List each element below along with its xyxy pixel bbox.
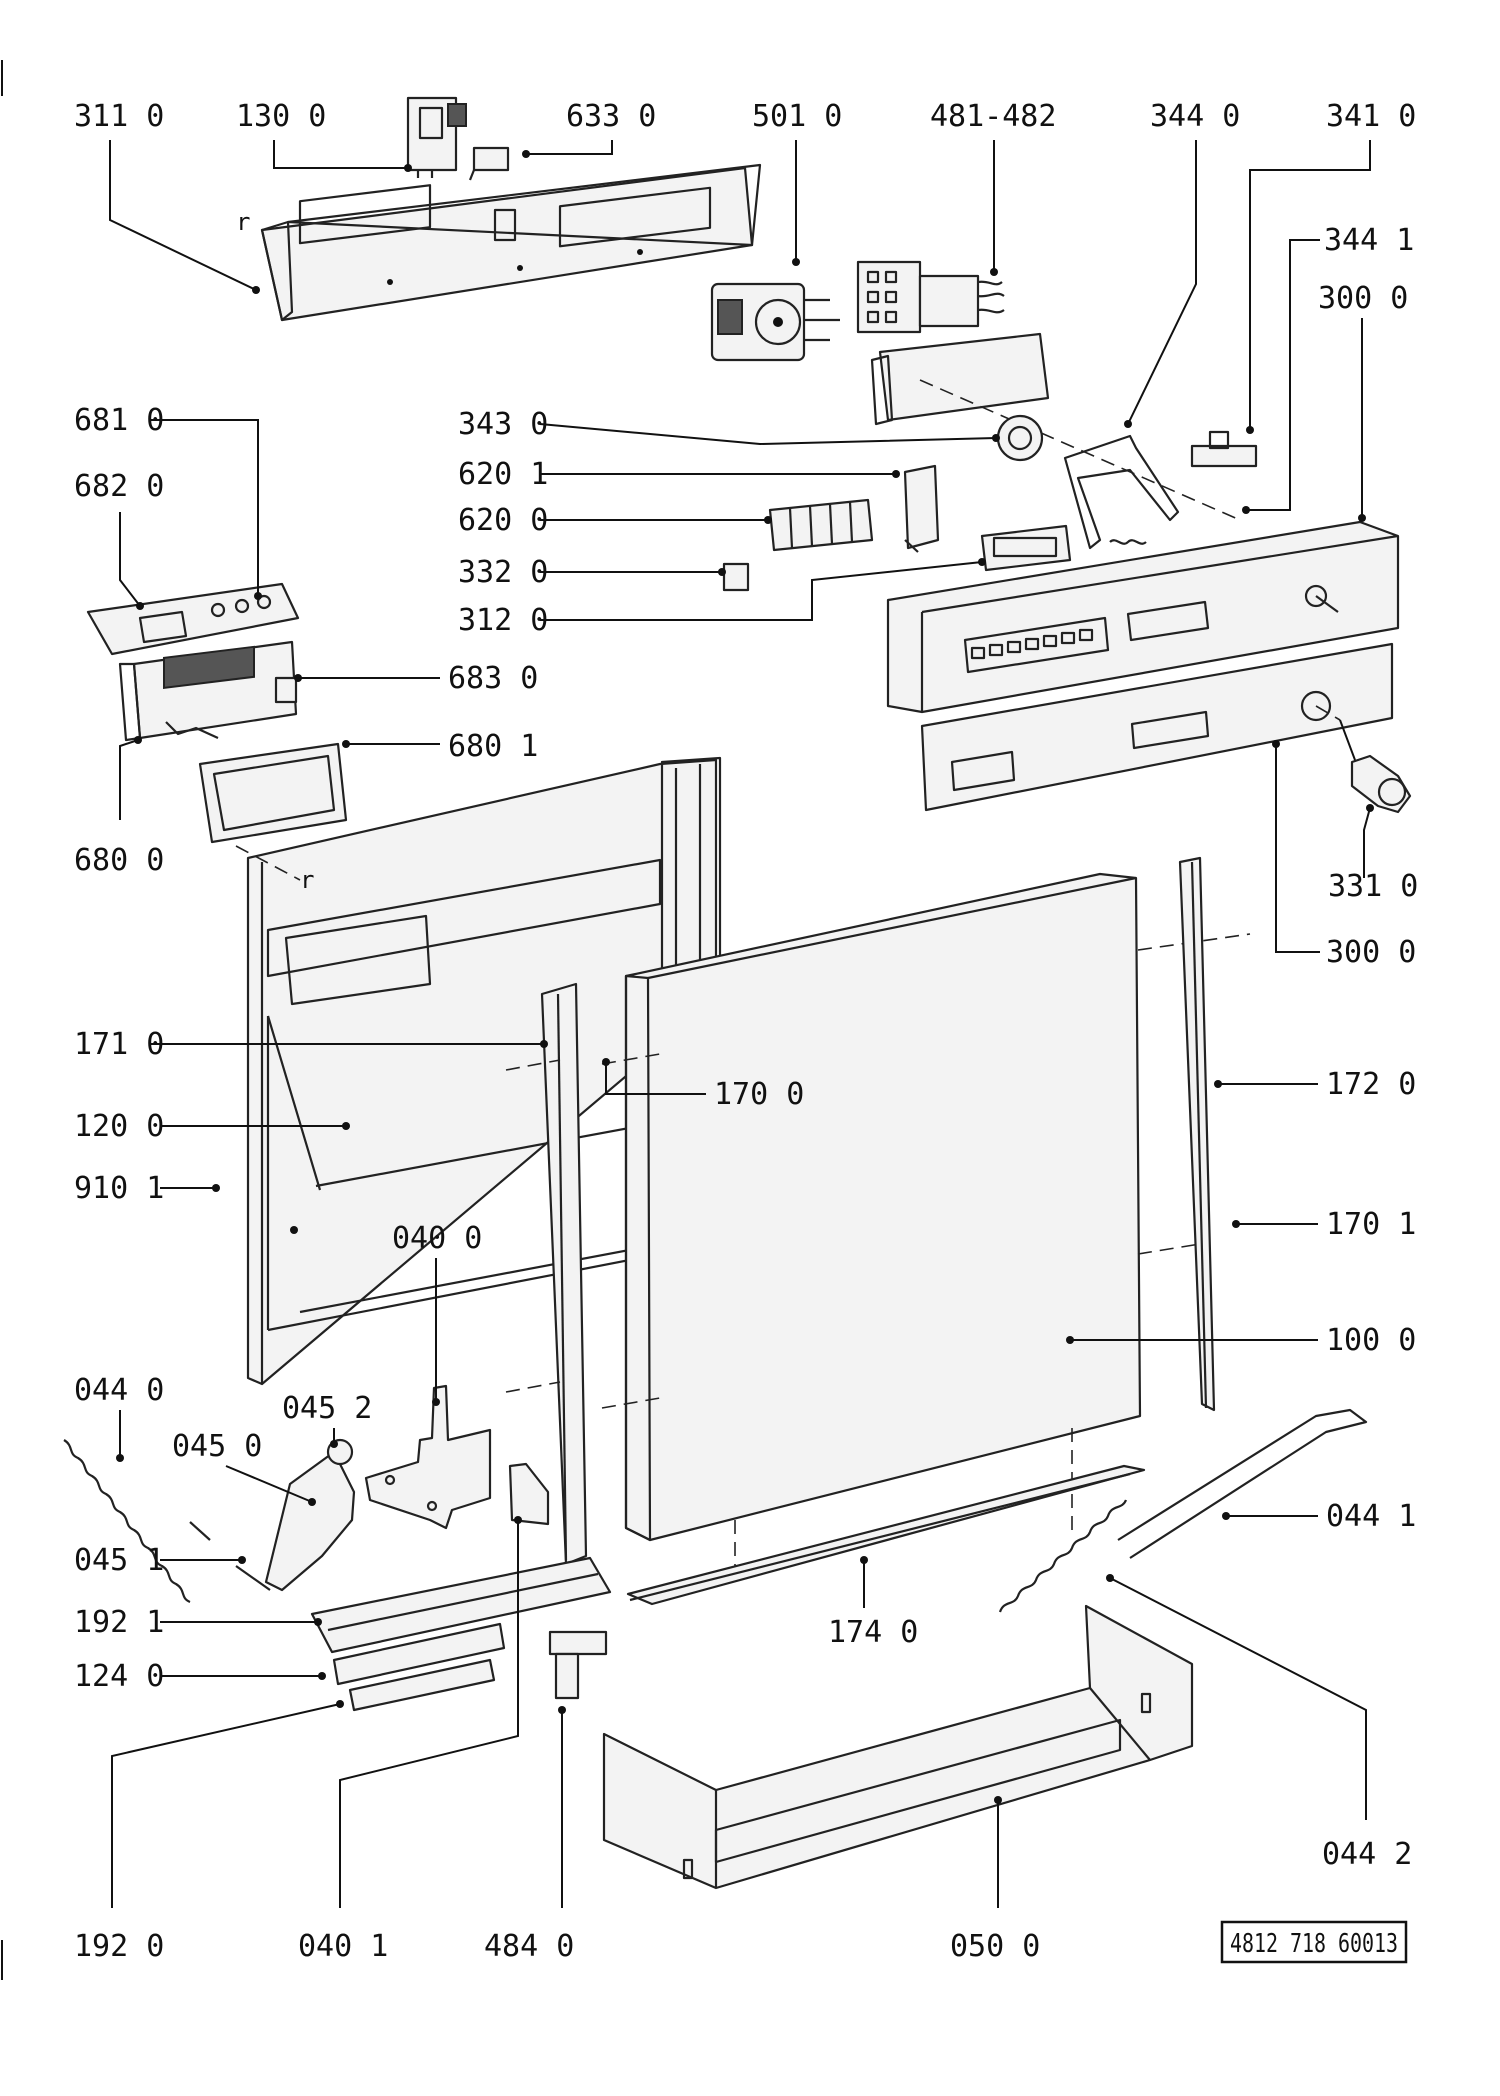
label-501-0: 501 0 xyxy=(752,99,842,134)
leader-lines xyxy=(109,140,1374,1908)
part-174-0-bottom-strip xyxy=(626,1464,1146,1606)
label-331-0: 331 0 xyxy=(1328,869,1418,904)
label-120-0: 120 0 xyxy=(74,1109,164,1144)
label-044-0: 044 0 xyxy=(74,1373,164,1408)
label-174-0: 174 0 xyxy=(828,1615,918,1650)
label-341-0: 341 0 xyxy=(1326,99,1416,134)
part-341-0-key xyxy=(1190,430,1258,468)
label-040-0: 040 0 xyxy=(392,1221,482,1256)
part-130-0-switch xyxy=(406,96,467,178)
part-484-0-latch xyxy=(548,1630,608,1700)
label-171-0: 171 0 xyxy=(74,1027,164,1062)
part-633-0-clip xyxy=(468,146,510,181)
label-172-0: 172 0 xyxy=(1326,1067,1416,1102)
label-620-1: 620 1 xyxy=(458,457,548,492)
part-620-0-switchblock xyxy=(768,498,874,552)
label-r-mid: r xyxy=(300,866,314,894)
label-481-482: 481-482 xyxy=(930,99,1056,134)
label-170-0: 170 0 xyxy=(714,1077,804,1112)
label-682-0: 682 0 xyxy=(74,469,164,504)
part-040-0-hinge-bracket xyxy=(364,1384,492,1530)
label-680-1: 680 1 xyxy=(448,729,538,764)
part-040-1-hinge-cover xyxy=(508,1462,550,1526)
label-170-1: 170 1 xyxy=(1326,1207,1416,1242)
document-number-box: 4812 718 60013 xyxy=(1220,1920,1408,1964)
part-680-1-gasket xyxy=(198,742,348,844)
part-192-0-rail xyxy=(348,1658,496,1712)
part-050-0-plinth xyxy=(602,1604,1194,1890)
part-124-0-rail xyxy=(332,1622,506,1686)
label-124-0: 124 0 xyxy=(74,1659,164,1694)
part-172-0-right-strip xyxy=(1178,856,1216,1412)
label-044-2: 044 2 xyxy=(1322,1837,1412,1872)
label-332-0: 332 0 xyxy=(458,555,548,590)
document-number: 4812 718 60013 xyxy=(1230,1929,1398,1959)
label-484-0: 484 0 xyxy=(484,1929,574,1964)
part-044-0-spring xyxy=(63,1439,211,1604)
part-300-0-control-panel xyxy=(886,520,1400,714)
label-045-0: 045 0 xyxy=(172,1429,262,1464)
label-312-0: 312 0 xyxy=(458,603,548,638)
part-044-2-spring xyxy=(998,1499,1128,1613)
label-044-1: 044 1 xyxy=(1326,1499,1416,1534)
label-130-0: 130 0 xyxy=(236,99,326,134)
part-045-0-hinge-arm xyxy=(235,1438,356,1592)
part-681-0-dispenser xyxy=(86,582,300,742)
part-192-1-hinge-rail xyxy=(310,1556,612,1654)
part-number-labels: 311 0 130 0 633 0 501 0 481-482 344 0 34… xyxy=(74,99,1418,1964)
part-timer-bracket xyxy=(870,332,1241,521)
label-633-0: 633 0 xyxy=(566,99,656,134)
label-344-1: 344 1 xyxy=(1324,223,1414,258)
label-040-1: 040 1 xyxy=(298,1929,388,1964)
part-300-0-lower-panel xyxy=(920,642,1394,812)
label-r-top: r xyxy=(236,208,250,236)
label-050-0: 050 0 xyxy=(950,1929,1040,1964)
label-681-0: 681 0 xyxy=(74,403,164,438)
part-620-1-bracket xyxy=(903,464,940,553)
label-192-0: 192 0 xyxy=(74,1929,164,1964)
part-311-0-top-rail xyxy=(260,163,762,322)
label-344-0: 344 0 xyxy=(1150,99,1240,134)
part-332-0-button xyxy=(722,562,750,592)
label-910-1: 910 1 xyxy=(74,1171,164,1206)
label-300-0-top: 300 0 xyxy=(1318,281,1408,316)
part-501-0-timer xyxy=(710,282,840,362)
label-100-0: 100 0 xyxy=(1326,1323,1416,1358)
part-344-0-lever xyxy=(1063,434,1180,550)
part-100-0-door-panel xyxy=(601,872,1251,1580)
part-481-482-connector xyxy=(856,260,1005,334)
part-044-1-rod xyxy=(1117,1408,1368,1559)
label-045-2: 045 2 xyxy=(282,1391,372,1426)
label-620-0: 620 0 xyxy=(458,503,548,538)
label-683-0: 683 0 xyxy=(448,661,538,696)
part-343-0-ring xyxy=(996,414,1044,462)
part-312-0-window xyxy=(980,524,1072,572)
part-171-0-left-strip xyxy=(505,982,588,1566)
part-331-0-knob xyxy=(1339,719,1412,814)
label-045-1: 045 1 xyxy=(74,1543,164,1578)
label-311-0: 311 0 xyxy=(74,99,164,134)
label-343-0: 343 0 xyxy=(458,407,548,442)
label-680-0: 680 0 xyxy=(74,843,164,878)
label-192-1: 192 1 xyxy=(74,1605,164,1640)
label-300-0-right: 300 0 xyxy=(1326,935,1416,970)
